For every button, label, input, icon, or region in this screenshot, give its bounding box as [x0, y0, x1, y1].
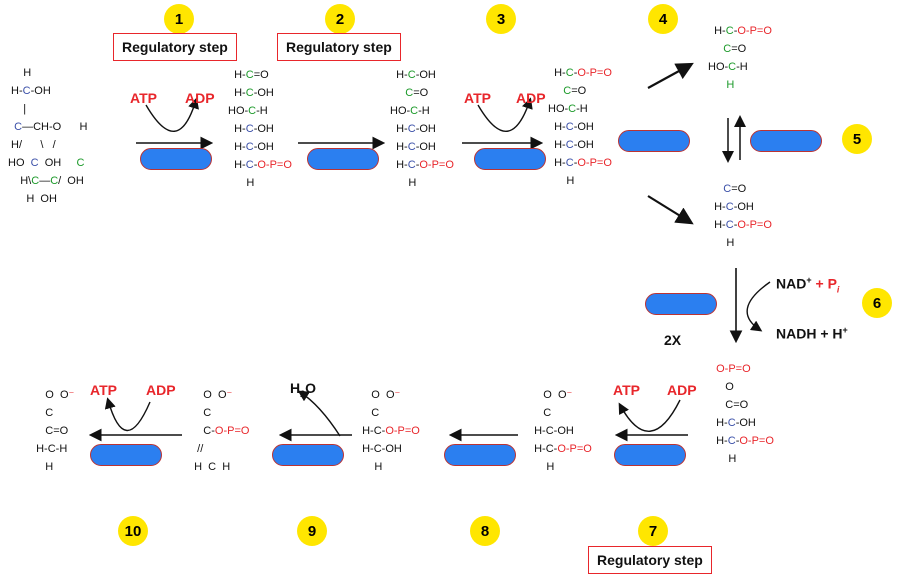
step-badge-2: 2 [325, 4, 355, 34]
enzyme-placeholder-8[interactable] [444, 444, 516, 466]
3-phosphoglycerate-structure: O O⁻ C H-C-OH H-C-O-P=O H [528, 389, 592, 473]
adp-label-step-7: ADP [667, 382, 697, 398]
adp-label-step-3: ADP [516, 90, 546, 106]
enzyme-placeholder-1[interactable] [140, 148, 212, 170]
glucose-structure: H H-C-OH | C—CH-O H H/ \ / HO C OH C H\C… [8, 67, 88, 205]
regulatory-step-label-7: Regulatory step [588, 546, 712, 574]
cofactor-curve-step-6 [746, 281, 771, 332]
cofactor-curve-step-9 [297, 390, 341, 437]
step-badge-4: 4 [648, 4, 678, 34]
nadh-label: NADH + H+ [776, 325, 848, 342]
atp-label-step-10: ATP [90, 382, 117, 398]
cofactor-curve-step-7 [618, 399, 681, 432]
adp-label-step-10: ADP [146, 382, 176, 398]
cofactor-curve-step-1 [145, 97, 199, 132]
enzyme-placeholder-7[interactable] [614, 444, 686, 466]
enzyme-placeholder-9[interactable] [272, 444, 344, 466]
arrow-step-4-upper [647, 62, 694, 89]
enzyme-placeholder-10[interactable] [90, 444, 162, 466]
pyruvate-structure: O O⁻ C C=O H-C-H H [30, 389, 75, 473]
fructose-1-6-bisphosphate-structure: H-C-O-P=O C=O HO-C-H H-C-OH H-C-OH H-C-O… [548, 67, 612, 187]
nad-label: NAD+ + Pi [776, 275, 840, 295]
step-badge-3: 3 [486, 4, 516, 34]
cofactor-curve-step-10 [104, 397, 151, 432]
step-badge-6: 6 [862, 288, 892, 318]
regulatory-step-label-1: Regulatory step [113, 33, 237, 61]
fructose-6-phosphate-structure: H-C-OH C=O HO-C-H H-C-OH H-C-OH H-C-O-P=… [390, 69, 454, 189]
1-3-bisphosphoglycerate-structure: O-P=O O C=O H-C-OH H-C-O-P=O H [716, 363, 774, 465]
atp-label-step-1: ATP [130, 90, 157, 106]
atp-label-step-3: ATP [464, 90, 491, 106]
enzyme-placeholder-3[interactable] [474, 148, 546, 170]
glucose-6-phosphate-structure: H-C=O H-C-OH HO-C-H H-C-OH H-C-OH H-C-O-… [228, 69, 292, 189]
arrow-step-4-lower [647, 195, 694, 225]
dihydroxyacetone-phosphate-structure: H-C-O-P=O C=O HO-C-H H [708, 25, 772, 91]
step-badge-10: 10 [118, 516, 148, 546]
two-x-label: 2X [664, 332, 682, 348]
enzyme-placeholder-5[interactable] [750, 130, 822, 152]
step-badge-1: 1 [164, 4, 194, 34]
enzyme-placeholder-4[interactable] [618, 130, 690, 152]
step-badge-8: 8 [470, 516, 500, 546]
enzyme-placeholder-6[interactable] [645, 293, 717, 315]
regulatory-step-label-2: Regulatory step [277, 33, 401, 61]
2-phosphoglycerate-structure: O O⁻ C H-C-O-P=O H-C-OH H [356, 389, 420, 473]
atp-label-step-7: ATP [613, 382, 640, 398]
cofactor-curve-step-3 [477, 97, 533, 132]
glyceraldehyde-3-phosphate-structure: C=O H-C-OH H-C-O-P=O H [714, 183, 772, 249]
phosphoenolpyruvate-structure: O O⁻ C C-O-P=O // H C H [188, 389, 250, 473]
step-badge-9: 9 [297, 516, 327, 546]
step-badge-5: 5 [842, 124, 872, 154]
adp-label-step-1: ADP [185, 90, 215, 106]
step-badge-7: 7 [638, 516, 668, 546]
water-label: H2O [290, 380, 317, 399]
enzyme-placeholder-2[interactable] [307, 148, 379, 170]
